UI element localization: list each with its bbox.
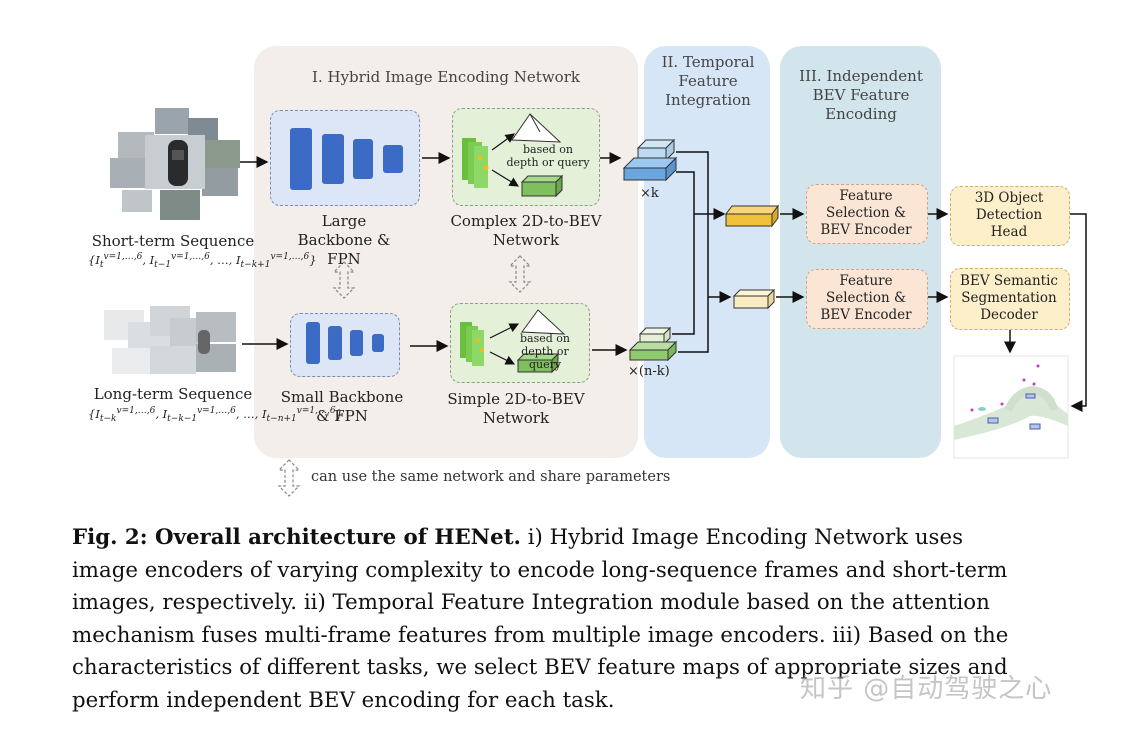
feature-encoder-label-2: Feature Selection & BEV Encoder xyxy=(820,272,912,323)
temporal-panel-title: II. Temporal Feature Integration xyxy=(661,53,755,109)
watermark: 知乎 @自动驾驶之心 xyxy=(800,674,1053,704)
complex-bev-label: Complex 2D-to-BEV Network xyxy=(450,212,602,249)
small-backbone-bars xyxy=(306,322,384,364)
share-arrow-right xyxy=(508,255,532,293)
segmentation-decoder-label: BEV Semantic Segmentation Decoder xyxy=(960,272,1058,323)
fused-feature-short xyxy=(725,204,779,228)
detection-head-label: 3D Object Detection Head xyxy=(974,189,1044,240)
simple-bev-label: Simple 2D-to-BEV Network xyxy=(447,390,585,427)
bev-panel-title: III. Independent BEV Feature Encoding xyxy=(799,67,923,123)
feature-encoder-label-1: Feature Selection & BEV Encoder xyxy=(820,187,912,238)
simple-bev-graphic xyxy=(460,309,566,374)
depth-note-complex: based on depth or query xyxy=(506,143,590,169)
bev-panel xyxy=(780,46,941,458)
caption-line-3: images, respectively. ii) Temporal Featu… xyxy=(72,590,990,616)
small-backbone-label: Small Backbone & FPN xyxy=(280,388,404,425)
segmentation-decoder-box xyxy=(950,268,1070,330)
share-arrow-legend xyxy=(277,459,301,497)
k-label: ×k xyxy=(640,186,659,201)
share-legend-text: can use the same network and share param… xyxy=(311,469,671,485)
caption-line-1: i) Hybrid Image Encoding Network uses xyxy=(520,525,964,550)
fused-feature-long xyxy=(732,288,776,310)
caption-line-4: mechanism fuses multi-frame features fro… xyxy=(72,622,1009,648)
temporal-panel xyxy=(644,46,770,458)
long-term-label: Long-term Sequence xyxy=(93,385,253,403)
short-feature-cubes xyxy=(622,138,678,182)
caption-fig-label: Fig. 2: Overall architecture of HENet. xyxy=(72,525,521,550)
feature-encoder-box-2 xyxy=(806,269,928,329)
figure-caption: Fig. 2: Overall architecture of HENet. i… xyxy=(72,522,1112,718)
hybrid-panel-title: I. Hybrid Image Encoding Network xyxy=(312,68,580,86)
detection-head-box xyxy=(950,186,1070,246)
short-term-formula: {Itv=1,…,6, It−1v=1,…,6, …, It−k+1v=1,…,… xyxy=(88,252,317,271)
long-term-images xyxy=(104,306,236,374)
share-arrow-left xyxy=(332,261,356,299)
complex-bev-graphic xyxy=(462,113,564,198)
short-term-images xyxy=(110,108,240,220)
large-backbone-bars xyxy=(290,128,403,190)
caption-line-5: characteristics of different tasks, we s… xyxy=(72,655,1008,681)
short-term-label: Short-term Sequence xyxy=(91,232,255,250)
large-backbone-label: Large Backbone & FPN xyxy=(297,212,391,268)
bev-output-map xyxy=(953,355,1069,459)
feature-encoder-box-1 xyxy=(806,184,928,244)
caption-line-6: perform independent BEV encoding for eac… xyxy=(72,687,615,713)
long-feature-cubes xyxy=(628,326,678,362)
long-term-formula: {It−kv=1,…,6, It−k−1v=1,…,6, …, It−n+1v=… xyxy=(88,406,343,425)
caption-line-2: image encoders of varying complexity to … xyxy=(72,557,1008,583)
depth-note-simple: based on depth or query xyxy=(520,332,570,371)
nk-label: ×(n-k) xyxy=(628,364,670,379)
